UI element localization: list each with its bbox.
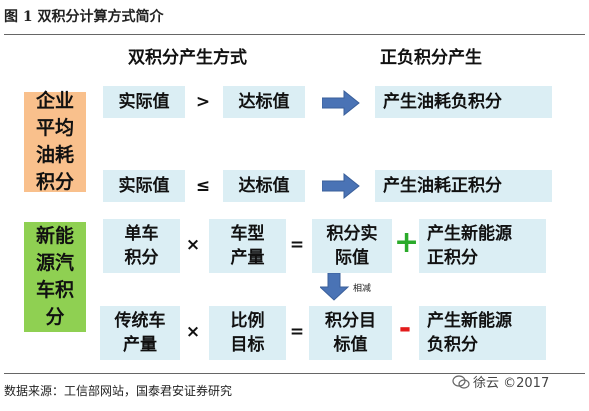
- cafc-row2-actual: 实际值: [103, 170, 185, 202]
- nev-row2-traditional-output: 传统车 产量: [100, 306, 180, 360]
- top-rule: [4, 34, 585, 35]
- nev-side-label: 新能 源汽 车积 分: [24, 222, 86, 332]
- figure-title: 图 1 双积分计算方式简介: [4, 9, 164, 25]
- nev-row2-result: 产生新能源 负积分: [419, 306, 546, 360]
- nev-row1-multiply: ×: [185, 235, 201, 255]
- nev-row1-per-car-credit: 单车 积分: [103, 219, 180, 273]
- nev-row2-minus-sign: -: [398, 311, 412, 346]
- cafc-row2-operator: ≤: [195, 176, 211, 196]
- watermark-text: 徐云 ©2017: [473, 376, 550, 391]
- cafc-row1-operator: >: [195, 92, 211, 112]
- cafc-row1-actual: 实际值: [103, 86, 185, 118]
- nev-row2-multiply: ×: [185, 322, 201, 342]
- nev-row2-target-value: 积分目 标值: [309, 306, 392, 360]
- nev-row2-ratio-target: 比例 目标: [209, 306, 286, 360]
- source-note: 数据来源：工信部网站，国泰君安证券研究: [4, 384, 233, 398]
- nev-row1-equals: =: [289, 235, 305, 255]
- watermark: 徐云 ©2017: [452, 372, 549, 391]
- nev-row2-equals: =: [289, 322, 305, 342]
- wechat-icon: [452, 374, 470, 389]
- cafc-row2-target: 达标值: [223, 170, 305, 202]
- nev-row1-plus-sign: +: [394, 225, 420, 260]
- bottom-rule: [4, 373, 585, 374]
- header-result: 正负积分产生: [380, 48, 482, 68]
- cafc-row2-result: 产生油耗正积分: [375, 170, 552, 202]
- right-arrow-icon: [322, 90, 360, 116]
- nev-row1-model-output: 车型 产量: [209, 219, 286, 273]
- header-method: 双积分产生方式: [128, 48, 247, 68]
- right-arrow-icon: [322, 173, 360, 199]
- cafc-row1-result: 产生油耗负积分: [375, 86, 552, 118]
- nev-row1-actual-value: 积分实 际值: [312, 219, 392, 273]
- cafc-side-label: 企业 平均 油耗 积分: [24, 90, 86, 193]
- down-arrow-icon: [320, 273, 350, 301]
- cafc-row1-target: 达标值: [223, 86, 305, 118]
- subtract-note: 相减: [353, 284, 372, 294]
- nev-row1-result: 产生新能源 正积分: [419, 219, 546, 273]
